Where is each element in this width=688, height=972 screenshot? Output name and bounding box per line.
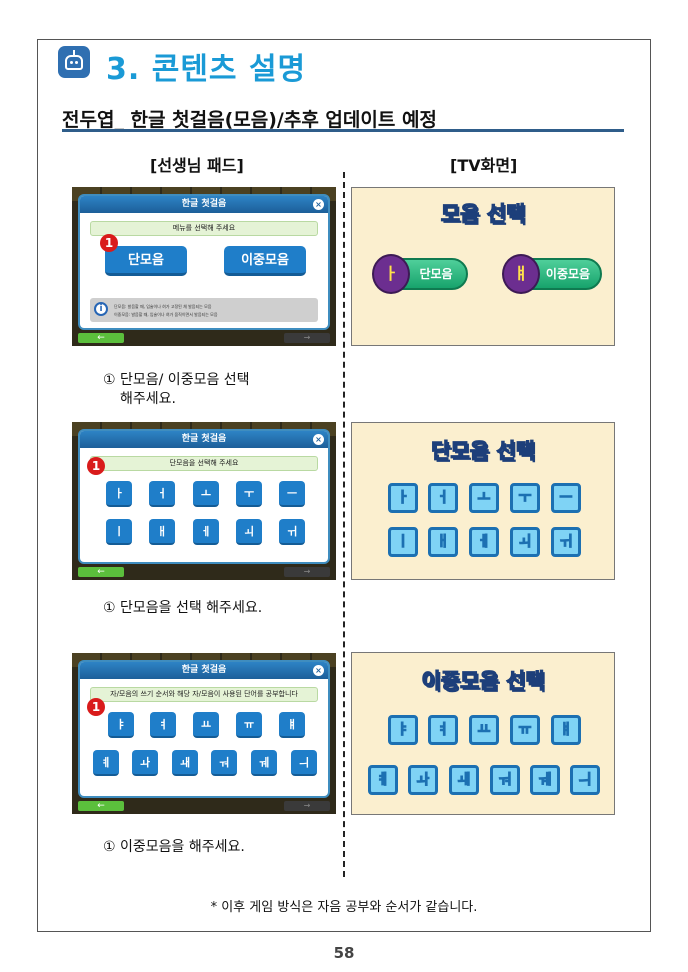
vowel-tile: ㅖ (368, 765, 398, 795)
close-icon[interactable]: × (313, 665, 324, 676)
vowel-button[interactable]: ㅛ (193, 712, 219, 738)
vowel-tile: ㅝ (490, 765, 520, 795)
forward-button[interactable]: → (284, 333, 330, 343)
vowel-tile: ㅔ (469, 527, 499, 557)
pad-window: 한글 첫걸음 × 메뉴를 선택해 주세요 단모음 이중모음 i 단모음: 발음할… (78, 194, 330, 330)
vowel-button[interactable]: ㅜ (236, 481, 262, 507)
page-number: 58 (333, 944, 355, 962)
column-heading-tv-screen: [TV화면] (450, 156, 518, 175)
column-divider (343, 172, 345, 877)
vowel-button[interactable]: ㅕ (150, 712, 176, 738)
window-title: 한글 첫걸음 × (80, 662, 328, 679)
vowel-tile: ㅡ (551, 483, 581, 513)
teacher-pad-single-vowel-screen: 한글 첫걸음 × 단모음을 선택해 주세요 ㅏ ㅓ ㅗ ㅜ ㅡ ㅣ ㅐ ㅔ ㅚ … (72, 422, 336, 580)
instruction-message: 자/모음의 쓰기 순서와 해당 자/모음이 사용된 단어를 공부합니다 (90, 687, 318, 702)
tv-single-vowel-screen: 단모음 선택 ㅏ ㅓ ㅗ ㅜ ㅡ ㅣ ㅐ ㅔ ㅚ ㅟ (351, 422, 615, 580)
footnote: * 이후 게임 방식은 자음 공부와 순서가 같습니다. (210, 900, 478, 915)
vowel-tile: ㅐ (428, 527, 458, 557)
vowel-tile: ㅞ (530, 765, 560, 795)
vowel-button[interactable]: ㅒ (279, 712, 305, 738)
step-badge: 1 (87, 698, 105, 716)
vowel-tile: ㅟ (551, 527, 581, 557)
vowel-button[interactable]: ㅡ (279, 481, 305, 507)
teacher-pad-double-vowel-screen: 한글 첫걸음 × 자/모음의 쓰기 순서와 해당 자/모음이 사용된 단어를 공… (72, 653, 336, 814)
info-line: 단모음: 발음할 때, 입술이나 혀가 고정된 채 발음되는 모음 (114, 304, 212, 309)
forward-button[interactable]: → (284, 567, 330, 577)
vowel-button[interactable]: ㅖ (93, 750, 119, 776)
info-icon: i (94, 302, 108, 316)
pad-window: 한글 첫걸음 × 단모음을 선택해 주세요 ㅏ ㅓ ㅗ ㅜ ㅡ ㅣ ㅐ ㅔ ㅚ … (78, 429, 330, 564)
vowel-button[interactable]: ㅠ (236, 712, 262, 738)
vowel-button[interactable]: ㅘ (132, 750, 158, 776)
vowel-tile: ㅠ (510, 715, 540, 745)
section-title: 3. 콘텐츠 설명 (106, 52, 307, 87)
tv-single-vowel-option: ㅏ 단모음 (372, 254, 468, 294)
tv-title: 단모음 선택 (431, 439, 536, 464)
vowel-tile: ㅜ (510, 483, 540, 513)
teacher-pad-menu-screen: 한글 첫걸음 × 메뉴를 선택해 주세요 단모음 이중모음 i 단모음: 발음할… (72, 187, 336, 346)
close-icon[interactable]: × (313, 199, 324, 210)
forward-button[interactable]: → (284, 801, 330, 811)
info-line: 이중모음: 발음할 때, 입술이나 혀가 움직이면서 발음되는 모음 (114, 312, 218, 317)
vowel-button[interactable]: ㅐ (149, 519, 175, 545)
window-title: 한글 첫걸음 × (80, 431, 328, 448)
back-button[interactable]: ← (78, 333, 124, 343)
instruction-message: 단모음을 선택해 주세요 (90, 456, 318, 471)
vowel-badge-icon: ㅒ (502, 254, 540, 294)
tv-title: 이중모음 선택 (421, 669, 545, 694)
vowel-tile: ㅘ (408, 765, 438, 795)
subtitle: 전두엽_ 한글 첫걸음(모음)/추후 업데이트 예정 (62, 109, 437, 131)
vowel-tile: ㅙ (449, 765, 479, 795)
back-button[interactable]: ← (78, 567, 124, 577)
vowel-tile: ㅏ (388, 483, 418, 513)
double-vowel-button[interactable]: 이중모음 (224, 246, 306, 276)
tv-vowel-select-screen: 모음 선택 ㅏ 단모음 ㅒ 이중모음 (351, 187, 615, 346)
page-frame (37, 39, 651, 932)
step-badge: 1 (100, 234, 118, 252)
vowel-tile: ㅚ (510, 527, 540, 557)
tv-double-vowel-screen: 이중모음 선택 ㅑ ㅕ ㅛ ㅠ ㅒ ㅖ ㅘ ㅙ ㅝ ㅞ ㅢ (351, 652, 615, 815)
vowel-badge-icon: ㅏ (372, 254, 410, 294)
info-box: i 단모음: 발음할 때, 입술이나 혀가 고정된 채 발음되는 모음 이중모음… (90, 298, 318, 322)
robot-icon (58, 46, 90, 78)
vowel-tile: ㅣ (388, 527, 418, 557)
vowel-button[interactable]: ㅙ (172, 750, 198, 776)
vowel-button[interactable]: ㅔ (193, 519, 219, 545)
vowel-button[interactable]: ㅢ (291, 750, 317, 776)
tv-title: 모음 선택 (440, 202, 526, 227)
pad-window: 한글 첫걸음 × 자/모음의 쓰기 순서와 해당 자/모음이 사용된 단어를 공… (78, 660, 330, 798)
vowel-button[interactable]: ㅝ (211, 750, 237, 776)
caption-step-2: ① 단모음을 선택 해주세요. (103, 600, 263, 616)
vowel-tile: ㅛ (469, 715, 499, 745)
instruction-message: 메뉴를 선택해 주세요 (90, 221, 318, 236)
back-button[interactable]: ← (78, 801, 124, 811)
vowel-tile: ㅕ (428, 715, 458, 745)
vowel-button[interactable]: ㅟ (279, 519, 305, 545)
tv-double-vowel-option: ㅒ 이중모음 (502, 254, 602, 294)
subtitle-underline (62, 129, 624, 132)
vowel-tile: ㅗ (469, 483, 499, 513)
caption-step-1-line-1: ① 단모음/ 이중모음 선택 (103, 372, 250, 388)
vowel-tile: ㅓ (428, 483, 458, 513)
close-icon[interactable]: × (313, 434, 324, 445)
vowel-button[interactable]: ㅏ (106, 481, 132, 507)
vowel-button[interactable]: ㅗ (193, 481, 219, 507)
vowel-button[interactable]: ㅞ (251, 750, 277, 776)
vowel-button[interactable]: ㅑ (108, 712, 134, 738)
vowel-button[interactable]: ㅚ (236, 519, 262, 545)
single-vowel-button[interactable]: 단모음 (105, 246, 187, 276)
window-title: 한글 첫걸음 × (80, 196, 328, 213)
caption-step-1-line-2: 해주세요. (120, 391, 176, 407)
vowel-tile: ㅢ (570, 765, 600, 795)
vowel-button[interactable]: ㅓ (149, 481, 175, 507)
vowel-tile: ㅒ (551, 715, 581, 745)
step-badge: 1 (87, 457, 105, 475)
vowel-tile: ㅑ (388, 715, 418, 745)
column-heading-teacher-pad: [선생님 패드] (150, 156, 244, 175)
caption-step-3: ① 이중모음을 해주세요. (103, 839, 245, 855)
vowel-button[interactable]: ㅣ (106, 519, 132, 545)
